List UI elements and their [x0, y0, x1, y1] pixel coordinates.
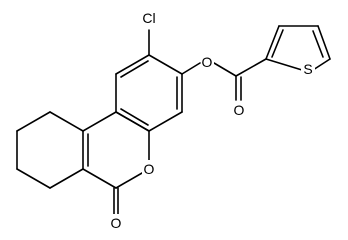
c-thiophene-bond [235, 58, 267, 77]
double-bond-inner [120, 108, 149, 126]
bond [148, 111, 183, 132]
atom-labels: Cl O O O O S [109, 8, 315, 232]
bond [49, 168, 84, 189]
bond [265, 25, 280, 60]
c-o-bond [181, 62, 201, 75]
double-bond-inner [312, 30, 324, 58]
ester-oxygen-label: O [202, 54, 213, 70]
lactone-carbonyl-oxygen-label: O [111, 215, 122, 231]
bond [115, 111, 150, 132]
bond [265, 58, 303, 71]
bond [312, 58, 331, 71]
ring-oxygen-label: O [144, 161, 155, 177]
benzene-ring [115, 54, 183, 132]
bond [16, 111, 51, 132]
bond [115, 54, 150, 75]
bond [16, 168, 51, 189]
o-c-bond [213, 62, 237, 77]
ester-carbonyl-oxygen-label: O [234, 102, 245, 118]
bond [49, 111, 84, 132]
lactone-ring [82, 111, 150, 215]
bond [317, 25, 331, 60]
substituents [148, 29, 267, 101]
double-bond-inner [120, 60, 149, 78]
chlorine-label: Cl [142, 10, 155, 26]
bond [82, 111, 117, 132]
double-bond-inner [271, 29, 284, 58]
bond [82, 168, 117, 189]
thiophene-ring [265, 25, 331, 71]
sulfur-label: S [303, 61, 312, 77]
bond [148, 54, 183, 75]
cyclohexene-ring [16, 111, 89, 189]
